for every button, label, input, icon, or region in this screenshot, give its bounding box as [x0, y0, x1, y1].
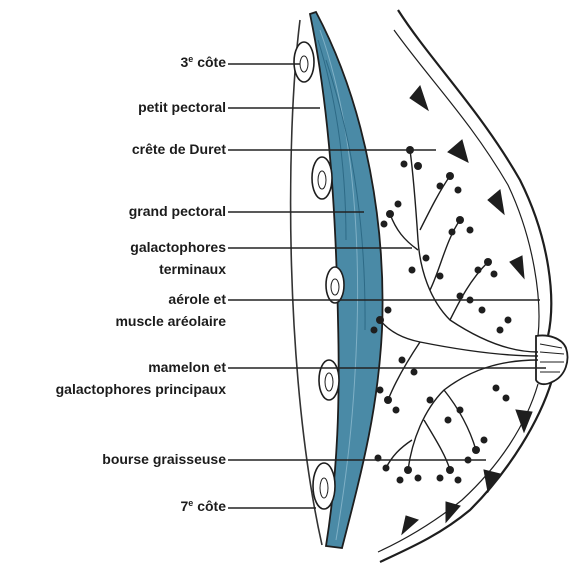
label-mamelon-line1: mamelon et	[56, 356, 226, 378]
label-3e-cote: 3e côte	[181, 48, 227, 73]
label-areole-line1: aérole et	[115, 288, 226, 310]
label-galactophores-terminaux: galactophores terminaux	[130, 236, 226, 280]
label-7e-cote-sup: e	[188, 498, 193, 508]
label-crete-de-duret: crête de Duret	[132, 138, 226, 160]
ligament-wedges	[402, 86, 532, 534]
rib-7	[313, 463, 335, 509]
label-mamelon-line2: galactophores principaux	[56, 378, 226, 400]
label-grand-pectoral: grand pectoral	[129, 200, 226, 222]
label-petit-pectoral: petit pectoral	[138, 96, 226, 118]
label-7e-cote: 7e côte	[181, 492, 227, 517]
nipple	[536, 336, 567, 385]
breast-outline	[380, 10, 560, 562]
rib-6	[319, 360, 339, 400]
label-galactophores-terminaux-line2: terminaux	[130, 258, 226, 280]
label-bourse-graisseuse: bourse graisseuse	[102, 448, 226, 470]
label-galactophores-terminaux-line1: galactophores	[130, 236, 226, 258]
label-areole: aérole et muscle aréolaire	[115, 288, 226, 332]
label-areole-line2: muscle aréolaire	[115, 310, 226, 332]
label-7e-cote-text: côte	[197, 498, 226, 514]
lobules	[371, 146, 512, 484]
rib-4	[312, 157, 332, 199]
rib-5	[326, 267, 344, 303]
label-mamelon: mamelon et galactophores principaux	[56, 356, 226, 400]
chest-wall-line	[291, 20, 322, 545]
label-3e-cote-sup: e	[188, 54, 193, 64]
rib-3	[294, 42, 314, 82]
label-3e-cote-text: côte	[197, 54, 226, 70]
